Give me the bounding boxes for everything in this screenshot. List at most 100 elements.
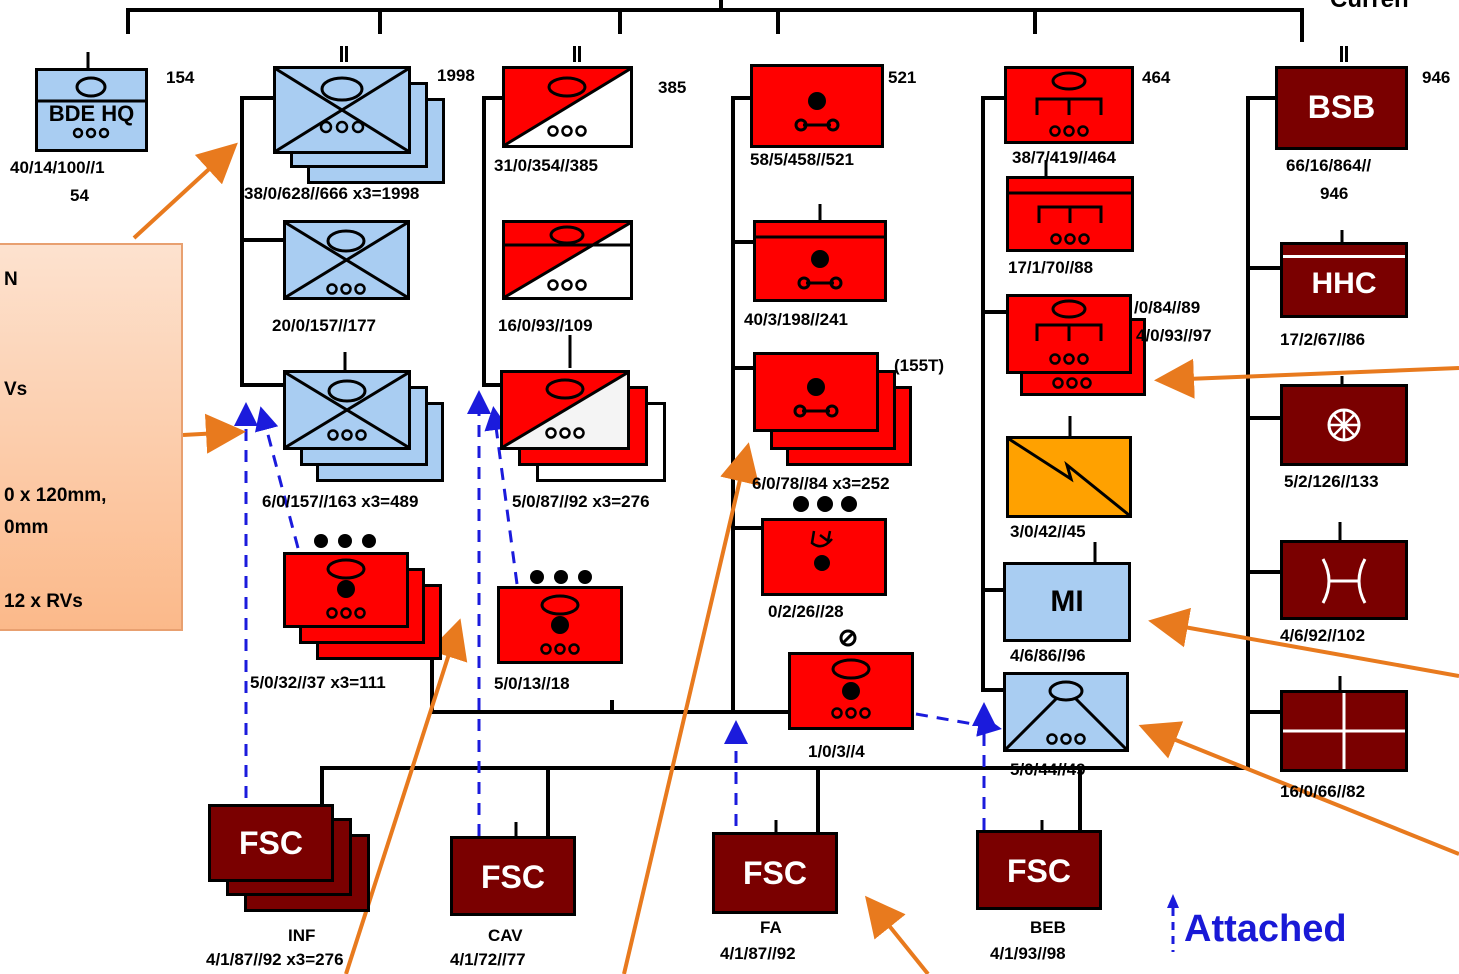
cav-mortar-strength: 5/0/13//18 [494,674,570,693]
cav-count: 385 [658,78,687,97]
bde-hq-strength-cont: 54 [70,186,89,205]
fa-radar-strength: 0/2/26//28 [768,602,844,621]
bsb-dist-strength: 4/6/92//102 [1280,626,1366,645]
beb-mi-name: MI [1050,585,1084,618]
fa-tgt-symbol [788,652,914,730]
fa-tgt-strength: 1/0/3//4 [808,742,865,761]
beb-mi-strength: 4/6/86//96 [1010,646,1086,665]
null-icon [839,629,857,647]
cav-troop-symbol [500,370,630,450]
fa-strength: 58/5/458//521 [750,150,854,169]
fsc-fa-type: FA [760,918,782,937]
fa-btry-symbol [753,352,879,432]
cav-mortar-symbol [497,586,623,664]
fa-btry-note: (155T) [894,356,945,375]
fsc-cav-symbol: FSC [450,836,576,916]
battalion-echelon-icon [339,46,349,62]
bsb-count: 946 [1422,68,1451,87]
cab-inf-strength: 6/0/157//163 x3=489 [262,492,419,511]
bsb-hhc-symbol: HHC [1280,242,1408,318]
note-line-4: 0mm [4,517,49,538]
fa-hq-symbol [753,220,887,302]
bsb-strength: 66/16/864// [1286,156,1372,175]
cab-inf-symbol [283,370,411,450]
fsc-fa-name: FSC [743,855,807,891]
fsc-inf-type: INF [288,926,316,945]
fa-btry-strength: 6/0/78//84 x3=252 [752,474,890,493]
note-line-2: Vs [4,379,28,400]
bsb-maint-strength: 5/2/126//133 [1284,472,1379,491]
bde-hq-strength: 40/14/100//1 [10,158,105,177]
fa-count: 521 [888,68,917,87]
note-line-3: 0 x 120mm, [4,485,107,506]
cab-symbol [273,66,411,154]
mortar-ammo-icon [314,534,376,548]
bsb-maint-symbol [1280,384,1408,466]
beb-strength: 38/7/419//464 [1012,148,1116,167]
fsc-beb-type: BEB [1030,918,1066,937]
fa-symbol [750,64,884,148]
beb-count: 464 [1142,68,1171,87]
cav-mortar-ammo-icon [530,570,592,584]
bsb-symbol: BSB [1275,66,1408,150]
beb-eng2-strength: 4/0/93//97 [1136,326,1212,345]
bde-hq-symbol: BDE HQ [35,68,148,152]
cav-hq-symbol [502,220,633,300]
fsc-inf-strength: 4/1/87//92 x3=276 [206,950,344,969]
fsc-cav-type: CAV [488,926,523,945]
beb-uav-symbol [1003,672,1129,752]
bsb-dist-symbol [1280,540,1408,620]
bsb-med-strength: 16/0/66//82 [1280,782,1366,801]
beb-mi-symbol: MI [1003,562,1131,642]
fsc-fa-strength: 4/1/87//92 [720,944,796,963]
cav-echelon-icon [572,46,582,62]
fa-hq-strength: 40/3/198//241 [744,310,848,329]
bsb-med-symbol [1280,690,1408,772]
bsb-name: BSB [1307,89,1376,125]
fsc-beb-strength: 4/1/93//98 [990,944,1066,963]
corner-title: Curren [1330,0,1409,14]
beb-eng-circles-icon [1052,377,1092,389]
cav-symbol [502,66,633,148]
cab-mortar-symbol [283,552,409,628]
fsc-cav-strength: 4/1/72//77 [450,950,526,969]
cav-strength: 31/0/354//385 [494,156,598,175]
attached-legend-icon [1167,894,1179,952]
beb-signal-strength: 3/0/42//45 [1010,522,1086,541]
beb-hq-strength: 17/1/70//88 [1008,258,1094,277]
cab-strength: 38/0/628//666 x3=1998 [244,184,420,203]
note-box: N Vs 0 x 120mm, 0mm 12 x RVs [0,243,183,631]
beb-symbol [1004,66,1134,144]
beb-hq-symbol [1006,176,1134,252]
beb-eng1-strength: /0/84//89 [1134,298,1201,317]
bsb-hhc-strength: 17/2/67//86 [1280,330,1366,349]
radar-ammo-icon [793,496,857,512]
hhc-line [1283,255,1405,258]
bde-hq-name: BDE HQ [48,101,135,126]
bsb-hhc-name: HHC [1311,267,1377,300]
cab-hq-symbol [283,220,410,300]
cab-mortar-strength: 5/0/32//37 x3=111 [250,673,386,692]
cav-troop-strength: 5/0/87//92 x3=276 [512,492,650,511]
bsb-echelon-icon [1339,46,1349,62]
fsc-beb-symbol: FSC [976,830,1102,910]
beb-signal-symbol [1006,436,1132,518]
beb-eng-symbol [1006,294,1132,374]
cab-hq-strength: 20/0/157//177 [272,316,376,335]
cav-hq-strength: 16/0/93//109 [498,316,593,335]
attached-legend-label: Attached [1184,908,1347,950]
cab-count: 1998 [437,66,475,85]
note-line-5: 12 x RVs [4,591,83,612]
bde-hq-count: 154 [166,68,195,87]
fsc-fa-symbol: FSC [712,832,838,914]
fsc-beb-name: FSC [1007,853,1071,889]
fsc-inf-symbol: FSC [208,804,334,882]
fsc-cav-name: FSC [481,859,545,895]
bsb-strength-cont: 946 [1320,184,1349,203]
note-line-1: N [4,269,18,290]
beb-uav-strength: 5/0/44//49 [1010,760,1086,779]
fa-radar-symbol [761,518,887,596]
fsc-inf-name: FSC [239,825,303,861]
